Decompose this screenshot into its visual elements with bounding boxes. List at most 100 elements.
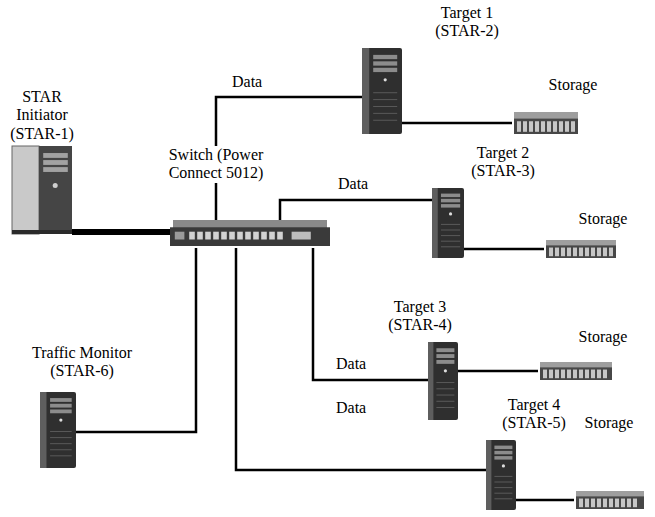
disk-slot: [573, 370, 577, 379]
server-side: [362, 48, 369, 134]
switch-port: [205, 232, 211, 240]
wire-stub: [458, 370, 462, 373]
server-side: [428, 342, 433, 420]
network-link: [462, 370, 538, 373]
switch-port: [229, 232, 235, 240]
disk-slot: [567, 248, 571, 257]
edge-label-holder: Data: [230, 73, 264, 91]
switch-port: [221, 232, 227, 240]
server-icon: [362, 48, 402, 134]
target-server: Target 3 (STAR-4): [382, 298, 462, 422]
tower-front: [39, 146, 72, 234]
disk-slot: [561, 370, 565, 379]
drive-bay: [494, 451, 512, 455]
vent-line: [441, 246, 460, 247]
power-led: [444, 369, 447, 372]
switch-port: [253, 232, 259, 240]
tower-side: [12, 146, 39, 234]
storage-array: Storage: [574, 414, 646, 514]
drive-bay: [441, 204, 460, 208]
disk-slot: [597, 370, 601, 379]
storage-body: [540, 362, 612, 380]
switch-icon: [170, 220, 330, 246]
vent-line: [494, 487, 512, 488]
wire-stubs: [72, 232, 78, 233]
disk-slot: [597, 248, 601, 257]
vent-line: [436, 395, 454, 396]
vent-line: [494, 482, 512, 483]
disk-slot: [523, 121, 527, 132]
wire-stub: [402, 122, 504, 125]
node-label: Target 2 (STAR-3): [468, 144, 538, 181]
monitor-server: Traffic Monitor (STAR-6): [12, 344, 152, 470]
disk-slot: [603, 499, 607, 508]
wire-stub: [382, 379, 428, 382]
network-link: [332, 199, 430, 202]
wire-stub: [484, 469, 486, 472]
disk-slot: [621, 499, 625, 508]
power-button: [53, 183, 58, 188]
storage-top: [540, 362, 612, 367]
storage-body: [514, 112, 578, 134]
node-label: Target 4 (STAR-5): [500, 396, 568, 433]
power-led: [449, 212, 452, 215]
drive-bay: [373, 68, 397, 72]
storage-top: [576, 491, 644, 496]
initiator-server: STAR Initiator (STAR-1): [6, 88, 78, 236]
vent-line: [373, 106, 397, 107]
disk-slot: [561, 248, 565, 257]
disk-slot: [553, 121, 557, 132]
power-led: [502, 464, 505, 467]
disk-slot: [585, 499, 589, 508]
edge-label-holder: Data: [336, 175, 370, 193]
disk-slot: [597, 499, 601, 508]
disk-slot: [529, 121, 533, 132]
server-body: [362, 48, 402, 134]
vent-line: [50, 431, 72, 432]
network-link: [216, 97, 358, 146]
wire-stub: [464, 248, 538, 251]
disk-slot: [535, 121, 539, 132]
disk-slot: [579, 370, 583, 379]
disk-slot: [591, 248, 595, 257]
edge-label-holder: Data: [334, 355, 368, 373]
vent-line: [494, 498, 512, 499]
storage-top: [514, 112, 578, 119]
vent-line: [436, 407, 454, 408]
node-label: Storage: [538, 76, 608, 94]
node-label: Target 3 (STAR-4): [382, 298, 458, 335]
node-label: Storage: [568, 210, 638, 228]
vent-line: [441, 224, 460, 225]
wire-stub: [516, 499, 568, 502]
disk-slot: [603, 248, 607, 257]
network-link: [78, 229, 160, 235]
disk-slot: [549, 248, 553, 257]
vent-line: [50, 449, 72, 450]
drive-bay: [494, 456, 512, 460]
disk-slot: [591, 499, 595, 508]
target-server: Target 1 (STAR-2): [358, 4, 504, 138]
disk-slot: [565, 121, 569, 132]
switch-body: [170, 227, 330, 246]
tower-icon: [12, 146, 72, 234]
vent-line: [436, 388, 454, 389]
vent-line: [373, 120, 397, 121]
node-label: Target 1 (STAR-2): [430, 4, 504, 41]
switch-port: [189, 232, 195, 240]
switch-port: [245, 232, 251, 240]
disk-slot: [555, 248, 559, 257]
switch-port: [213, 232, 219, 240]
drive-bay: [436, 360, 454, 364]
disk-slot: [627, 499, 631, 508]
drive-bay: [373, 61, 397, 65]
server-icon: [486, 440, 516, 510]
disk-slot: [541, 121, 545, 132]
vent-line: [441, 235, 460, 236]
switch-badge: [175, 232, 185, 240]
node-label: STAR Initiator (STAR-1): [6, 88, 78, 143]
disk-slot: [579, 499, 583, 508]
storage-icon: [546, 240, 616, 258]
drive-bay: [494, 446, 512, 450]
storage-array: Storage: [512, 76, 612, 140]
